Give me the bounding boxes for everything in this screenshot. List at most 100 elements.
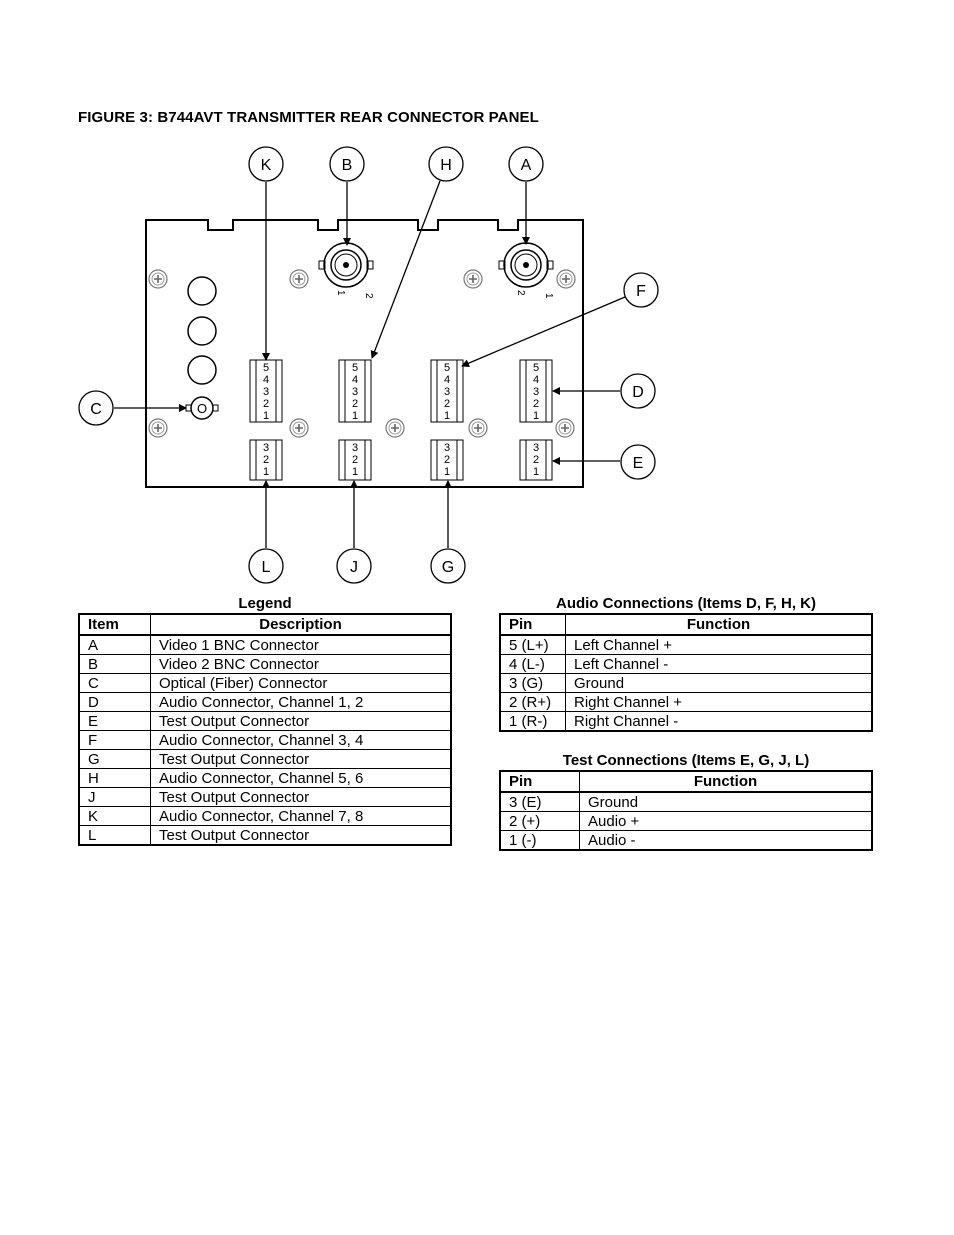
test-header-function: Function — [579, 770, 873, 793]
audio-table-row: 3 (G)Ground — [499, 673, 873, 693]
callout-c: C — [78, 390, 187, 426]
test-pin-number: 1 — [533, 466, 539, 478]
panel-hole — [187, 276, 217, 306]
bnc-right-pin-label: 2 — [515, 290, 526, 296]
audio-header-function: Function — [565, 613, 873, 636]
test-pin-number: 2 — [263, 454, 269, 466]
legend-table-cell: Optical (Fiber) Connector — [150, 673, 452, 693]
audio-pin-number: 5 — [352, 362, 358, 374]
callout-f: F — [461, 272, 659, 367]
callout-label: E — [633, 455, 644, 472]
legend-table-cell: Test Output Connector — [150, 711, 452, 731]
audio-pin-number: 3 — [444, 386, 450, 398]
callout-label: G — [442, 559, 454, 576]
test-table-cell: Ground — [579, 791, 873, 812]
test-terminal-block: 321 — [338, 439, 372, 481]
audio-pin-number: 3 — [533, 386, 539, 398]
audio-table-row: 5 (L+)Left Channel + — [499, 634, 873, 655]
callout-circle — [78, 390, 114, 426]
bnc-connector-right-icon — [498, 242, 554, 288]
bnc-right-pin-label: 1 — [543, 293, 554, 299]
callout-circle — [430, 548, 466, 584]
audio-pin-number: 4 — [263, 374, 269, 386]
callout-b: B — [329, 146, 365, 246]
test-terminal-block: 321 — [519, 439, 553, 481]
test-table-cell: 3 (E) — [499, 791, 580, 812]
callout-label: K — [261, 157, 272, 174]
legend-table-cell: Video 1 BNC Connector — [150, 634, 452, 655]
legend-table-cell: B — [78, 654, 151, 674]
bnc-connector-left-icon — [318, 242, 374, 288]
legend-table-cell: H — [78, 768, 151, 788]
audio-table-cell: 4 (L-) — [499, 654, 566, 674]
test-table-cell: 1 (-) — [499, 830, 580, 851]
legend-header-description: Description — [150, 613, 452, 636]
test-pin-number: 3 — [352, 442, 358, 454]
audio-header-pin: Pin — [499, 613, 566, 636]
legend-table-cell: Audio Connector, Channel 3, 4 — [150, 730, 452, 750]
callout-label: H — [440, 157, 452, 174]
test-table-cell: 2 (+) — [499, 811, 580, 831]
audio-table-cell: Right Channel + — [565, 692, 873, 712]
callout-l: L — [248, 480, 284, 584]
audio-table-cell: Left Channel - — [565, 654, 873, 674]
test-pin-number: 2 — [444, 454, 450, 466]
callout-label: L — [262, 559, 271, 576]
test-terminal-block: 321 — [430, 439, 464, 481]
audio-connections-caption: Audio Connections (Items D, F, H, K) — [555, 595, 816, 612]
panel-outline — [145, 219, 584, 488]
audio-pin-number: 4 — [352, 374, 358, 386]
panel-hole — [187, 355, 217, 385]
panel-hole — [187, 316, 217, 346]
audio-table-row: 1 (R-)Right Channel - — [499, 711, 873, 732]
audio-pin-number: 1 — [533, 410, 539, 422]
legend-table-cell: J — [78, 787, 151, 807]
audio-table-cell: 2 (R+) — [499, 692, 566, 712]
callout-label: F — [636, 283, 646, 300]
audio-table-cell: 3 (G) — [499, 673, 566, 693]
callout-a: A — [508, 146, 544, 245]
legend-table-cell: A — [78, 634, 151, 655]
audio-pin-number: 1 — [352, 410, 358, 422]
test-connections-caption: Test Connections (Items E, G, J, L) — [562, 752, 810, 769]
test-table-row: 1 (-)Audio - — [499, 830, 873, 851]
test-pin-number: 2 — [352, 454, 358, 466]
callout-circle — [508, 146, 544, 182]
audio-pin-number: 4 — [533, 374, 539, 386]
bnc-left-pin-label: 1 — [335, 290, 346, 296]
test-terminal-block: 321 — [249, 439, 283, 481]
audio-pin-number: 5 — [444, 362, 450, 374]
audio-table-cell: 1 (R-) — [499, 711, 566, 732]
audio-table-cell: Ground — [565, 673, 873, 693]
audio-pin-number: 3 — [352, 386, 358, 398]
audio-pin-number: 5 — [263, 362, 269, 374]
callout-h: H — [370, 146, 464, 359]
audio-pin-number: 1 — [263, 410, 269, 422]
callout-circle — [329, 146, 365, 182]
callout-label: B — [342, 157, 353, 174]
callout-label: C — [90, 401, 102, 418]
audio-pin-number: 2 — [263, 398, 269, 410]
test-pin-number: 3 — [444, 442, 450, 454]
legend-table-cell: Audio Connector, Channel 7, 8 — [150, 806, 452, 826]
audio-pin-number: 2 — [352, 398, 358, 410]
audio-table-row: 4 (L-)Left Channel - — [499, 654, 873, 674]
audio-table-cell: Right Channel - — [565, 711, 873, 732]
test-pin-number: 3 — [263, 442, 269, 454]
legend-table-cell: G — [78, 749, 151, 769]
legend-table-cell: K — [78, 806, 151, 826]
